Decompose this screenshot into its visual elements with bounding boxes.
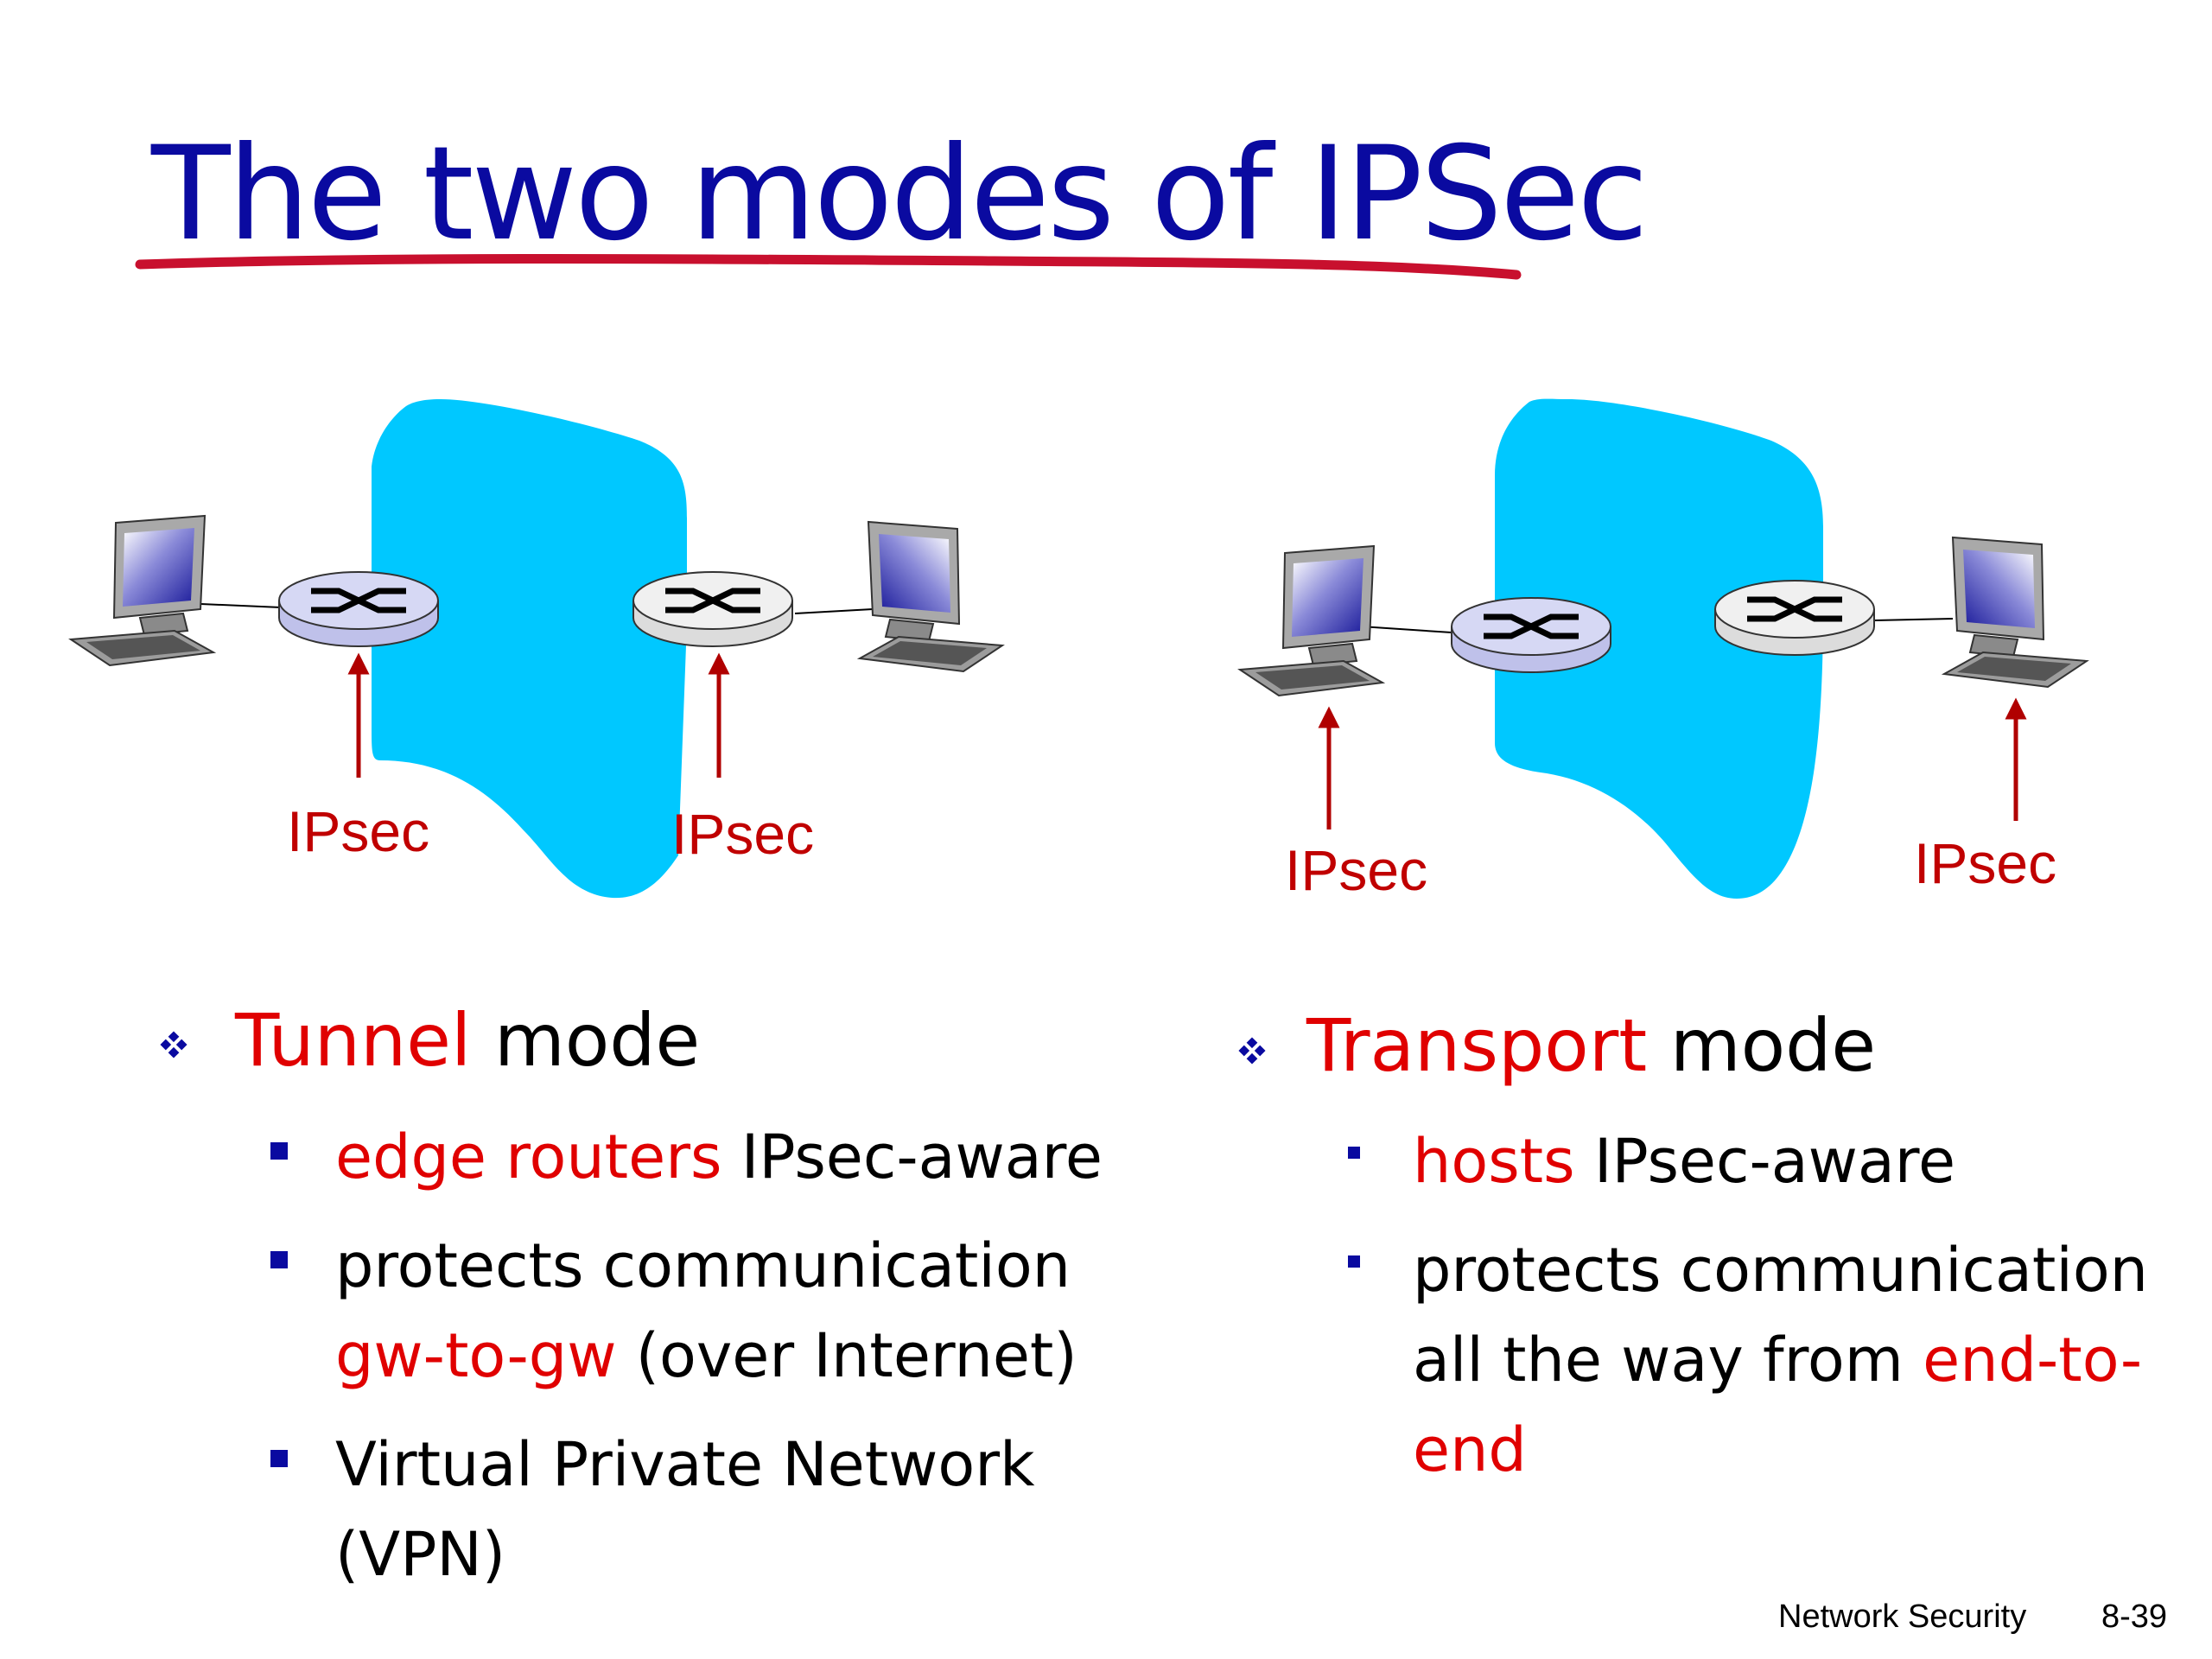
list-item: protects communication gw-to-gw (over Int… [335,1221,1077,1401]
list-item-text: end-to- [1923,1325,2143,1395]
host-computer-icon [1943,537,2088,688]
transport-heading-rest: mode [1647,1003,1877,1088]
square-bullet-icon [270,1251,288,1268]
square-bullet-icon [1348,1255,1360,1268]
list-item: Virtual Private Network (VPN) [335,1420,1035,1599]
ipsec-label: IPsec [1914,831,2056,895]
ipsec-diagrams: IPsec IPsec IPsec IPsec [70,398,2088,902]
ipsec-label: IPsec [671,802,814,866]
tunnel-heading-em: Tunnel [235,998,472,1083]
internet-cloud [372,399,687,899]
host-computer-icon [859,521,1003,672]
list-item-text: all the way from [1413,1325,1923,1395]
host-computer-icon [1239,545,1383,696]
tunnel-heading-rest: mode [471,998,701,1083]
list-item: edge routers IPsec-aware [335,1112,1103,1202]
tunnel-mode-diagram: IPsec IPsec [70,399,1003,899]
list-item-text: (over Internet) [616,1320,1077,1391]
internet-cloud [1495,398,1823,899]
list-item-text: IPsec-aware [721,1122,1103,1192]
list-item-text: protects communication [1413,1235,2149,1306]
list-item: hosts IPsec-aware [1413,1116,1955,1206]
list-item-text: end [1413,1414,1527,1485]
list-item-text: Virtual Private Network [335,1429,1035,1500]
list-item-text: IPsec-aware [1574,1126,1956,1197]
diamond-bullet-icon [1238,1037,1266,1065]
host-computer-icon [70,515,214,666]
title-underline [135,254,1522,280]
list-item-text: hosts [1413,1126,1575,1197]
list-item-text: edge routers [335,1122,722,1192]
list-item-text: gw-to-gw [335,1320,617,1391]
ipsec-label: IPsec [287,799,429,863]
square-bullet-icon [1348,1147,1360,1159]
square-bullet-icon [270,1450,288,1467]
edge-router-icon [278,571,439,647]
diamond-bullet-icon [160,1031,188,1058]
tunnel-mode-heading: Tunnel mode [235,1004,700,1077]
footer-section: Network Security [1778,1599,2027,1635]
edge-router-icon [632,571,793,647]
square-bullet-icon [270,1142,288,1160]
transport-mode-heading: Transport mode [1306,1009,1876,1082]
transport-mode-diagram: IPsec IPsec [1239,398,2088,902]
list-item-text: (VPN) [335,1519,506,1590]
router-icon [1714,580,1875,656]
transport-heading-em: Transport [1306,1003,1648,1088]
ipsec-label: IPsec [1285,838,1427,902]
slide-title: The two modes of IPSec [151,119,1649,270]
list-item: protects communication all the way from e… [1413,1225,2148,1495]
router-icon [1451,597,1611,673]
footer-page-number: 8-39 [2101,1599,2168,1635]
list-item-text: protects communication [335,1230,1071,1301]
